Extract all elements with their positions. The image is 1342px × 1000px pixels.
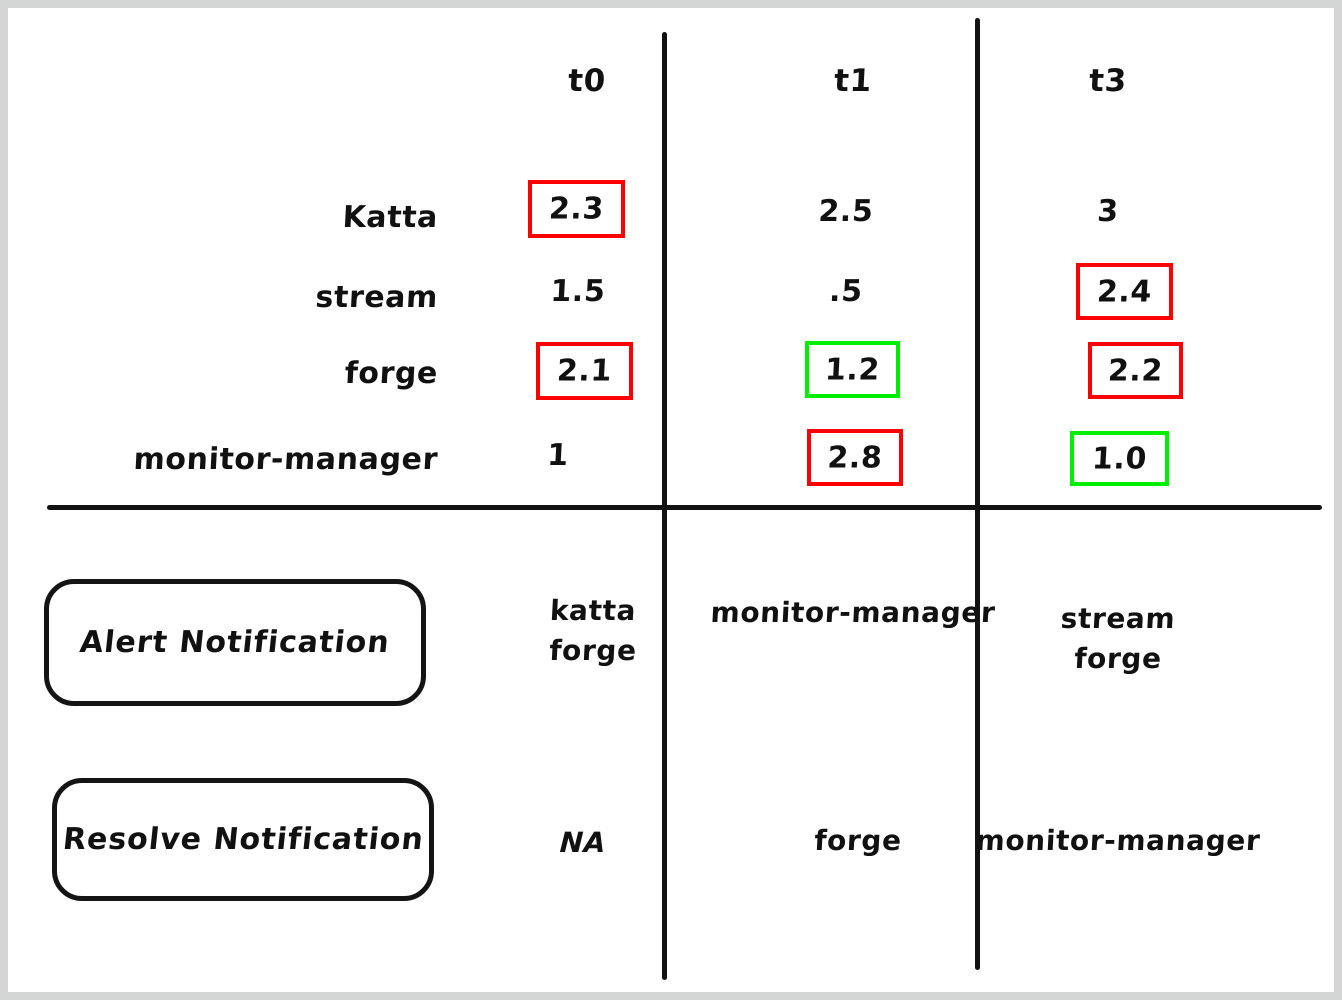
metric-value-monitor-manager-t3: 1.0 (1091, 441, 1148, 476)
section-divider-metrics-notifications (47, 505, 1322, 510)
metric-value-forge-t0: 2.1 (556, 353, 613, 389)
alert-value-t3-line1: stream (1059, 602, 1177, 635)
resolve-notification-pill[interactable]: Resolve Notification (52, 778, 434, 901)
row-label-monitor-manager: monitor-manager (132, 442, 439, 477)
metric-cell-forge-t1: 1.2 (805, 341, 900, 398)
alert-value-t1: monitor-manager (709, 596, 997, 629)
column-header-t1: t1 (833, 63, 873, 99)
column-header-t0: t0 (567, 63, 607, 99)
metric-cell-monitor-manager-t3: 1.0 (1070, 431, 1169, 486)
resolve-value-t1: forge (813, 824, 903, 857)
metric-cell-stream-t1: .5 (828, 274, 864, 309)
alert-value-t0-line1: katta (549, 594, 638, 627)
column-header-t3: t3 (1088, 63, 1128, 99)
row-label-forge: forge (343, 356, 439, 391)
metric-value-stream-t3: 2.4 (1096, 274, 1153, 309)
resolve-value-t3: monitor-manager (974, 824, 1262, 857)
alert-notification-label: Alert Notification (78, 625, 392, 660)
metric-value-forge-t3: 2.2 (1107, 353, 1164, 388)
metric-value-forge-t1: 1.2 (824, 352, 881, 387)
metric-cell-katta-t0: 2.3 (528, 180, 625, 238)
row-label-stream: stream (314, 280, 439, 315)
column-divider-t1-t3 (975, 18, 980, 970)
diagram-canvas: t0 t1 t3 Katta stream forge monitor-mana… (8, 8, 1334, 992)
metric-cell-stream-t0: 1.5 (549, 274, 607, 309)
alert-value-t0-line2: forge (548, 634, 638, 667)
row-label-katta: Katta (341, 200, 439, 235)
metric-cell-stream-t3: 2.4 (1076, 263, 1173, 320)
metric-cell-monitor-manager-t1: 2.8 (807, 429, 903, 486)
resolve-notification-label: Resolve Notification (60, 822, 426, 857)
alert-value-t3-line2: forge (1073, 642, 1163, 675)
resolve-value-t0: NA (559, 826, 608, 859)
metric-value-monitor-manager-t1: 2.8 (826, 440, 884, 475)
metric-cell-monitor-manager-t0: 1 (546, 438, 570, 473)
metric-cell-forge-t3: 2.2 (1088, 342, 1183, 399)
metric-value-katta-t0: 2.3 (548, 191, 605, 227)
metric-cell-katta-t3: 3 (1096, 194, 1120, 229)
alert-notification-pill[interactable]: Alert Notification (44, 579, 426, 706)
metric-cell-forge-t0: 2.1 (536, 342, 633, 400)
metric-cell-katta-t1: 2.5 (817, 194, 875, 229)
